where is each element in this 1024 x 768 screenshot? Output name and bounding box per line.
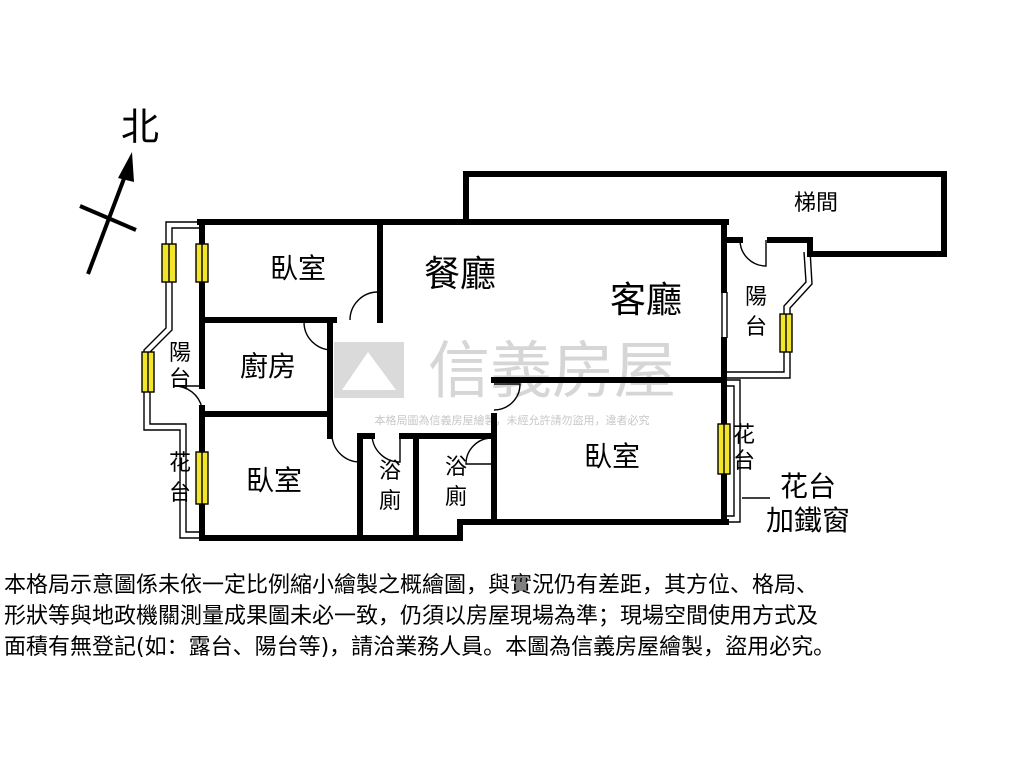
balcony-left-char-1: 陽 (169, 341, 191, 366)
bedroom-top-left-label: 臥室 (270, 252, 326, 285)
flower-left-char-2: 台 (169, 481, 191, 506)
bath-right-char-1: 浴 (445, 455, 467, 480)
balcony-right-char-1: 陽 (745, 285, 767, 310)
walls (197, 171, 947, 541)
bath-left-char-2: 廁 (379, 489, 401, 514)
bedroom-bottom-left-label: 臥室 (246, 464, 302, 497)
windows (141, 243, 793, 505)
balcony-right-char-2: 台 (745, 315, 767, 340)
watermark-notice: 本格局圖為信義房屋繪製，未經允許請勿盜用，違者必究 (375, 413, 650, 427)
balcony-left-char-2: 台 (169, 367, 191, 392)
bath-left-char-1: 浴 (379, 459, 401, 484)
callout-line-1: 花台 (780, 470, 836, 503)
callout-line-2: 加鐵窗 (766, 504, 850, 537)
north-label: 北 (121, 105, 159, 149)
floor-plan: 北 信義房屋 本格局圖為信義房屋繪製，未經允許請勿盜用，違者必究 (79, 105, 947, 541)
north-compass: 北 (79, 105, 159, 275)
disclaimer-line-1: 本格局示意圖係未依一定比例縮小繪製之概繪圖，與實況仍有差距，其方位、格局、 (4, 573, 819, 598)
stairwell-label: 梯間 (794, 191, 838, 216)
disclaimer-line-3: 面積有無登記(如：露台、陽台等)，請洽業務人員。本圖為信義房屋繪製，盜用必究。 (4, 635, 836, 660)
dining-label: 餐廳 (424, 254, 496, 295)
disclaimer: 本格局示意圖係未依一定比例縮小繪製之概繪圖，與實況仍有差距，其方位、格局、 形狀… (4, 570, 1020, 663)
flower-left-char-1: 花 (169, 451, 191, 476)
kitchen-label: 廚房 (240, 350, 296, 383)
watermark: 信義房屋 本格局圖為信義房屋繪製，未經允許請勿盜用，違者必究 (334, 337, 676, 427)
living-label: 客廳 (610, 280, 682, 321)
flower-right-char-1: 花 (733, 423, 755, 448)
watermark-brand: 信義房屋 (428, 337, 676, 406)
bedroom-right-label: 臥室 (584, 440, 640, 473)
doors (173, 239, 767, 465)
flower-right-char-2: 台 (733, 449, 755, 474)
disclaimer-line-2: 形狀等與地政機關測量成果圖未必一致，仍須以房屋現場為準；現場空間使用方式及 (4, 604, 819, 629)
bath-right-char-2: 廁 (445, 485, 467, 510)
